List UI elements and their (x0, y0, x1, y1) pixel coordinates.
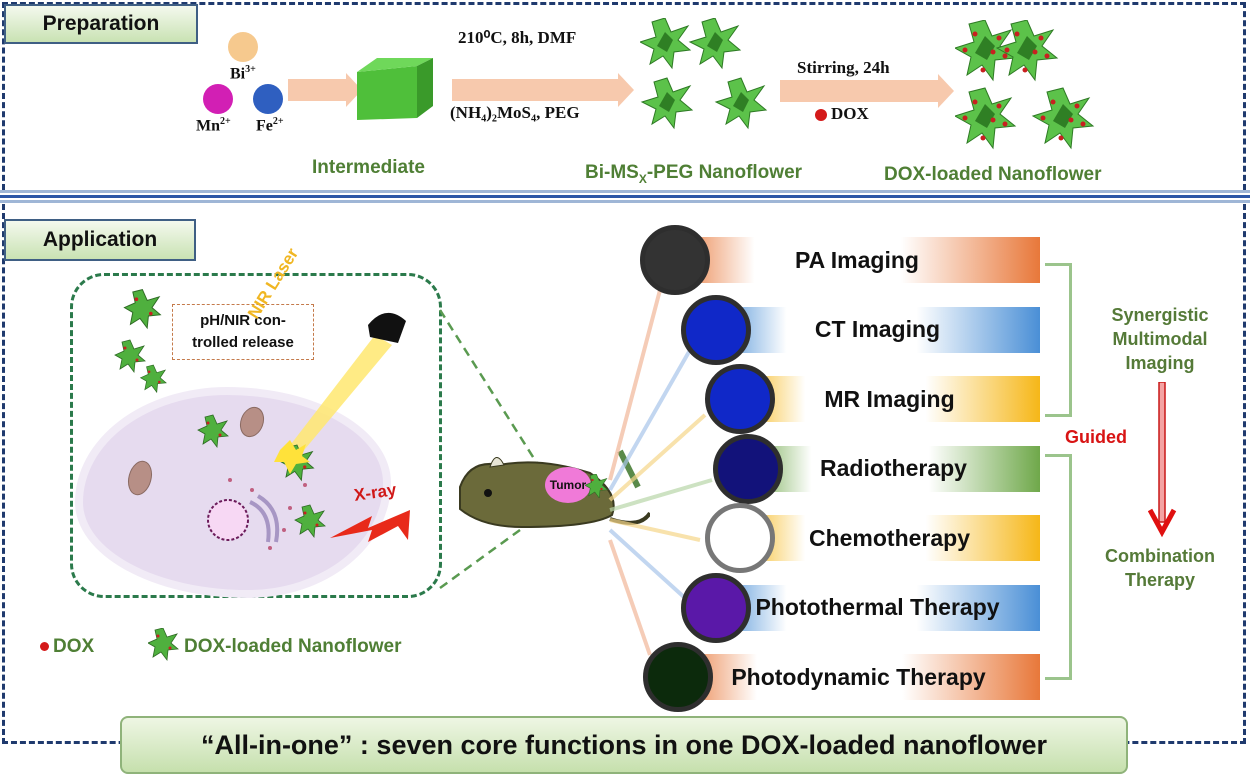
fe-ion-icon (253, 84, 283, 114)
legend-dox-icon (40, 642, 49, 651)
fe-ion-label: Fe2+ (256, 116, 284, 135)
cell-inset (70, 273, 442, 598)
function-label: MR Imaging (824, 385, 955, 412)
imaging-group-label: Synergistic Multimodal Imaging (1111, 305, 1209, 373)
mn-ion-label: Mn2+ (196, 116, 231, 135)
dox-dot-icon (815, 109, 827, 121)
function-bar-pa-imaging: PA Imaging (674, 237, 1040, 283)
nanoflower-group-icon (640, 18, 767, 129)
therapy-group-label: Combination Therapy (1105, 546, 1215, 590)
function-bar-photothermal-therapy: Photothermal Therapy (715, 584, 1040, 631)
intermediate-cube-icon (357, 58, 433, 120)
dox-nanoflower-label: DOX-loaded Nanoflower (884, 164, 1102, 185)
nanoflower-label: Bi-MSX-PEG Nanoflower (585, 162, 803, 186)
step1-conditions-bottom: (NH₄)₂MoS₄, PEG (450, 103, 580, 122)
arrow-to-intermediate (288, 73, 362, 107)
legend-nanoflower-icon (148, 628, 179, 661)
function-bar-radiotherapy: Radiotherapy (747, 445, 1040, 492)
cell-illustration (114, 289, 410, 550)
radiotherapy-image-icon (713, 433, 783, 504)
photothermal-therapy-image-icon (681, 572, 751, 643)
function-label: Radiotherapy (820, 455, 967, 481)
chemotherapy-image-icon (705, 503, 775, 573)
guided-label: Guided (1065, 427, 1127, 447)
function-label: Chemotherapy (808, 524, 971, 551)
intermediate-label: Intermediate (312, 157, 425, 178)
tumor-marker: Tumor (545, 467, 591, 503)
function-bar-chemotherapy: Chemotherapy (739, 515, 1040, 561)
preparation-heading: Preparation (4, 4, 198, 44)
dox-nanoflower-group-icon (955, 20, 1094, 149)
section-divider (0, 190, 1250, 204)
legend-dox-label: DOX (53, 636, 95, 657)
summary-banner: “All-in-one” : seven core functions in o… (120, 716, 1128, 774)
guided-arrow-icon (1148, 382, 1177, 538)
function-bar-mr-imaging: MR Imaging (739, 376, 1040, 422)
mr-imaging-image-icon (705, 364, 775, 434)
pa-imaging-image-icon (640, 225, 710, 295)
release-note: pH/NIR con- trolled release (172, 304, 314, 360)
fan-arrows (608, 289, 713, 656)
preparation-panel (2, 2, 1246, 190)
function-label: Photodynamic Therapy (731, 663, 986, 690)
function-label: PA Imaging (795, 246, 919, 273)
application-heading: Application (4, 219, 196, 261)
bi-ion-icon (228, 32, 258, 62)
function-label: Photothermal Therapy (755, 594, 1000, 620)
arrow-to-dox-nanoflower (780, 74, 954, 108)
imaging-bracket (1045, 263, 1072, 417)
function-bar-photodynamic-therapy: Photodynamic Therapy (677, 654, 1040, 700)
step1-conditions-top: 210⁰C, 8h, DMF (458, 28, 577, 47)
zoom-lines (438, 309, 542, 590)
function-label: CT Imaging (814, 316, 941, 342)
step2-conditions-top: Stirring, 24h (797, 58, 890, 77)
function-bar-ct-imaging: CT Imaging (715, 306, 1040, 353)
photodynamic-therapy-image-icon (643, 642, 713, 712)
arrow-to-nanoflower (452, 73, 634, 107)
ct-imaging-image-icon (681, 294, 751, 365)
bi-ion-label: Bi3+ (230, 64, 256, 83)
legend-nanoflower-label: DOX-loaded Nanoflower (184, 636, 402, 657)
mn-ion-icon (203, 84, 233, 114)
step2-conditions-bottom: DOX (831, 104, 869, 123)
therapy-bracket (1045, 454, 1072, 680)
